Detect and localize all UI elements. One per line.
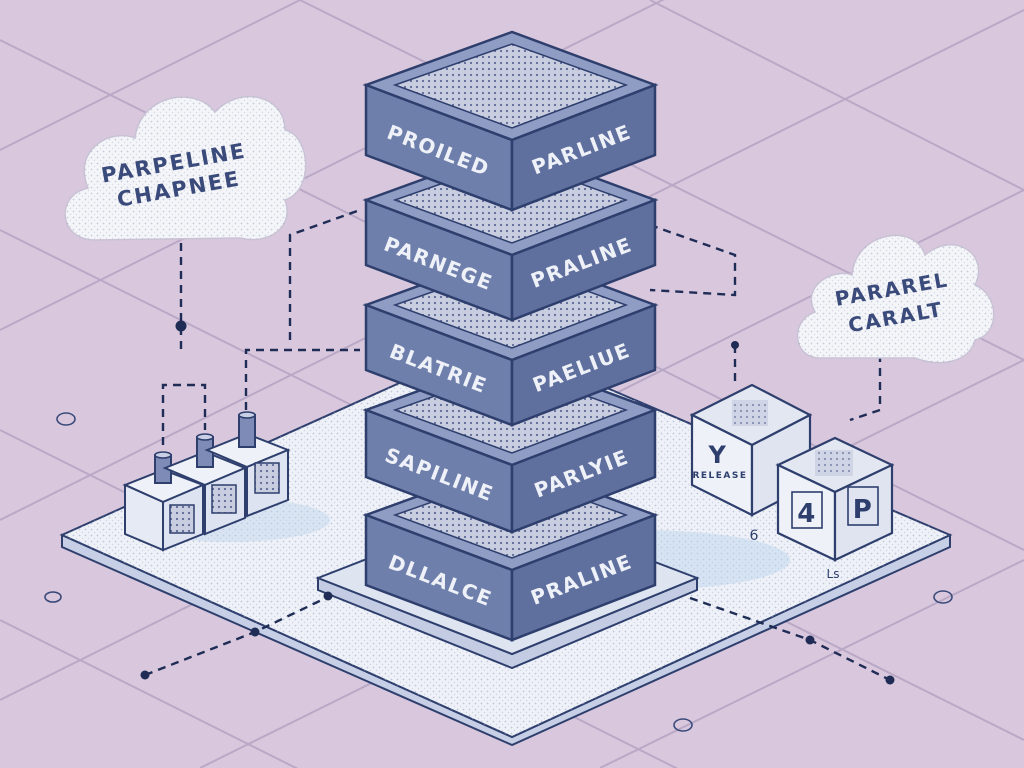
- pipeline-stack: DLLALCE PRALINE SAPILINE PARLYIE BLATRIE…: [362, 30, 659, 642]
- right-cubes: Y RELEASE 4 P 6 Ls: [689, 383, 895, 581]
- cube-front: 4 P: [775, 436, 895, 562]
- server-box: [122, 451, 206, 552]
- small-mark-2: Ls: [827, 567, 840, 581]
- small-mark-1: 6: [750, 528, 759, 544]
- cube-front-left-glyph: 4: [797, 499, 817, 529]
- server-box: [204, 411, 291, 518]
- cube-back-glyph: Y: [708, 441, 728, 469]
- cloud-right: PARAREL CARALT: [796, 234, 995, 364]
- left-servers: [122, 411, 291, 552]
- cube-back-text: RELEASE: [692, 471, 747, 481]
- cloud-left: PARPELINE CHAPNEE: [64, 95, 307, 241]
- stack-block-1: PROILED PARLINE: [362, 30, 659, 212]
- server-box: [162, 433, 248, 536]
- cube-front-right-glyph: P: [853, 495, 874, 525]
